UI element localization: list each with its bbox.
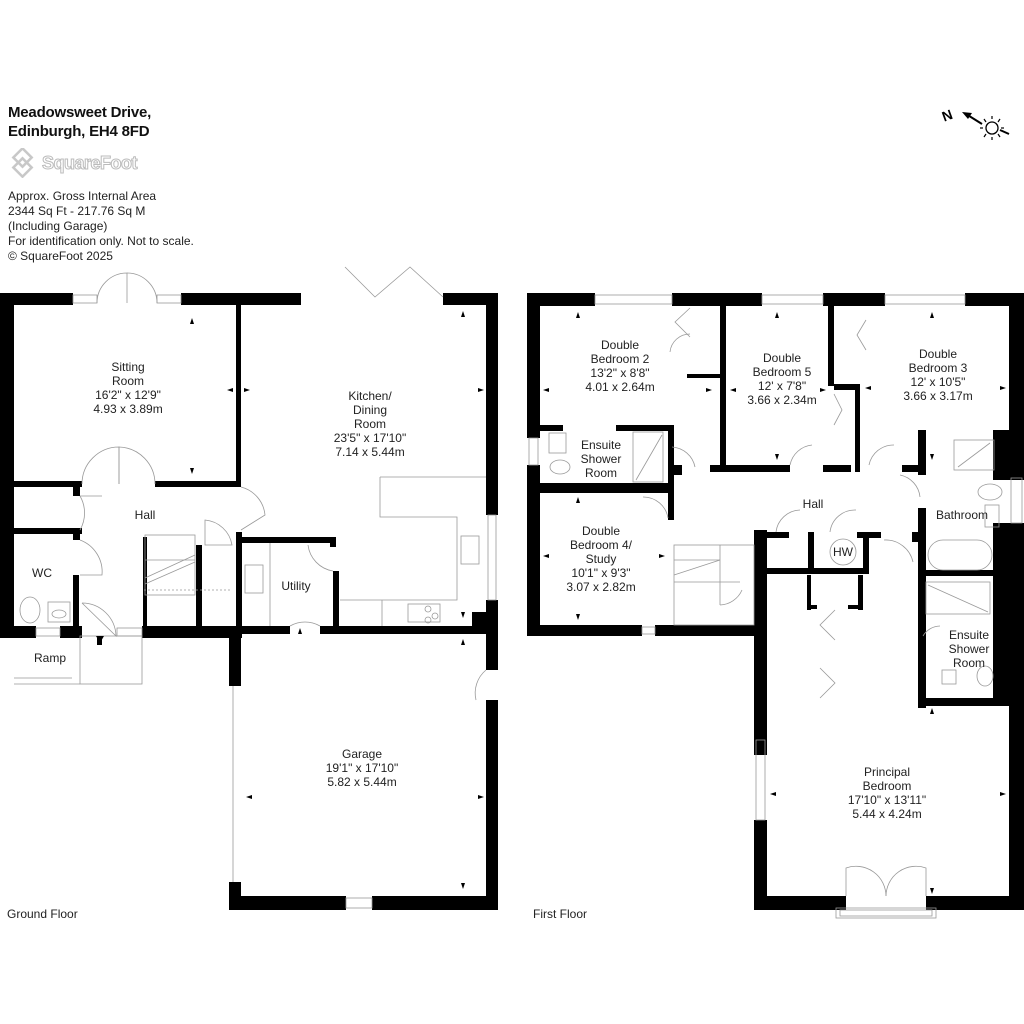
room-dimensions-metric: 7.14 x 5.44m <box>335 445 405 459</box>
room-dimensions-metric: 5.44 x 4.24m <box>852 807 922 821</box>
room-dimensions-imperial: 13'2" x 8'8" <box>590 366 650 380</box>
address-line-2: Edinburgh, EH4 8FD <box>8 123 150 140</box>
room-sitting-room: Sitting Room 16'2" x 12'9" 4.93 x 3.89m <box>93 360 162 416</box>
property-address: Meadowsweet Drive, Edinburgh, EH4 8FD <box>8 103 151 141</box>
ground-floor-label: Ground Floor <box>7 907 78 921</box>
window <box>116 627 143 637</box>
room-utility: Utility <box>281 579 311 593</box>
room-name: Principal <box>863 765 911 779</box>
room-dimensions-imperial: 17'10" x 13'11" <box>847 793 927 807</box>
room-name: Garage <box>341 747 383 761</box>
north-arrow-sun-icon: N <box>940 106 1010 140</box>
room-double-bedroom-3: Double Bedroom 3 12' x 10'5" 3.66 x 3.17… <box>903 347 972 403</box>
room-name: Room <box>952 656 985 670</box>
window <box>156 294 182 304</box>
room-name: Double <box>918 347 958 361</box>
room-name: Room <box>353 417 386 431</box>
info-line: 2344 Sq Ft - 217.76 Sq M <box>8 204 146 218</box>
room-hall-first: Hall <box>802 497 824 511</box>
room-name: Bedroom 2 <box>590 352 650 366</box>
room-dimensions-imperial: 23'5" x 17'10" <box>333 431 407 445</box>
room-name: Bedroom <box>862 779 912 793</box>
room-name: Room <box>111 374 144 388</box>
room-name: Study <box>585 552 617 566</box>
squarefoot-logo-icon <box>11 148 34 178</box>
room-principal-bedroom: Principal Bedroom 17'10" x 13'11" 5.44 x… <box>848 765 926 821</box>
room-dimensions-metric: 4.93 x 3.89m <box>93 402 163 416</box>
room-double-bedroom-2: Double Bedroom 2 13'2" x 8'8" 4.01 x 2.6… <box>585 338 654 394</box>
room-kitchen-dining: Kitchen/ Dining Room 23'5" x 17'10" 7.14… <box>334 389 407 459</box>
room-double-bedroom-5: Double Bedroom 5 12' x 7'8" 3.66 x 2.34m <box>747 351 816 407</box>
room-name: Double <box>600 338 640 352</box>
info-line: © SquareFoot 2025 <box>8 249 113 263</box>
room-name: Room <box>584 466 617 480</box>
info-line: Approx. Gross Internal Area <box>8 189 157 203</box>
room-name: Ensuite <box>948 628 990 642</box>
room-dimensions-imperial: 19'1" x 17'10" <box>325 761 399 775</box>
room-name: Sitting <box>111 360 145 374</box>
area-info: Approx. Gross Internal Area 2344 Sq Ft -… <box>8 189 194 264</box>
room-name: Kitchen/ <box>348 389 392 403</box>
room-dimensions-imperial: 12' x 10'5" <box>910 375 966 389</box>
room-bathroom: Bathroom <box>935 508 989 522</box>
window <box>487 514 497 601</box>
address-line-1: Meadowsweet Drive, <box>8 104 152 121</box>
room-dimensions-metric: 3.66 x 2.34m <box>747 393 817 407</box>
hot-water-cylinder: HW <box>833 545 853 559</box>
room-name: Dining <box>352 403 388 417</box>
room-name: Shower <box>948 642 990 656</box>
room-name: Ensuite <box>580 438 622 452</box>
room-name: Bedroom 4/ <box>569 538 633 552</box>
room-dimensions-metric: 5.82 x 5.44m <box>327 775 397 789</box>
room-dimensions-metric: 3.66 x 3.17m <box>903 389 973 403</box>
room-garage: Garage 19'1" x 17'10" 5.82 x 5.44m <box>326 747 399 789</box>
room-dimensions-imperial: 16'2" x 12'9" <box>95 388 161 402</box>
first-floor-label: First Floor <box>533 907 587 921</box>
room-double-bedroom-4-study: Double Bedroom 4/ Study 10'1" x 9'3" 3.0… <box>566 524 635 594</box>
window <box>35 627 61 637</box>
ramp-label: Ramp <box>33 651 67 665</box>
room-name: Shower <box>580 452 622 466</box>
squarefoot-logo: SquareFoot <box>8 148 138 178</box>
room-ensuite-shower-2: Ensuite Shower Room <box>949 628 990 670</box>
window <box>72 294 98 304</box>
room-hall-ground: Hall <box>134 508 156 522</box>
window <box>345 897 373 909</box>
room-name: Bedroom 5 <box>752 365 812 379</box>
room-name: Double <box>581 524 621 538</box>
room-ensuite-shower-1: Ensuite Shower Room <box>581 438 622 480</box>
room-wc: WC <box>32 566 52 580</box>
room-dimensions-metric: 4.01 x 2.64m <box>585 380 655 394</box>
room-dimensions-imperial: 12' x 7'8" <box>757 379 807 393</box>
room-dimensions-metric: 3.07 x 2.82m <box>566 580 636 594</box>
room-name: Double <box>762 351 802 365</box>
logo-text: SquareFoot <box>41 152 138 173</box>
room-name: Bedroom 3 <box>908 361 968 375</box>
room-dimensions-imperial: 10'1" x 9'3" <box>571 566 631 580</box>
info-line: (Including Garage) <box>8 219 108 233</box>
info-line: For identification only. Not to scale. <box>8 234 194 248</box>
